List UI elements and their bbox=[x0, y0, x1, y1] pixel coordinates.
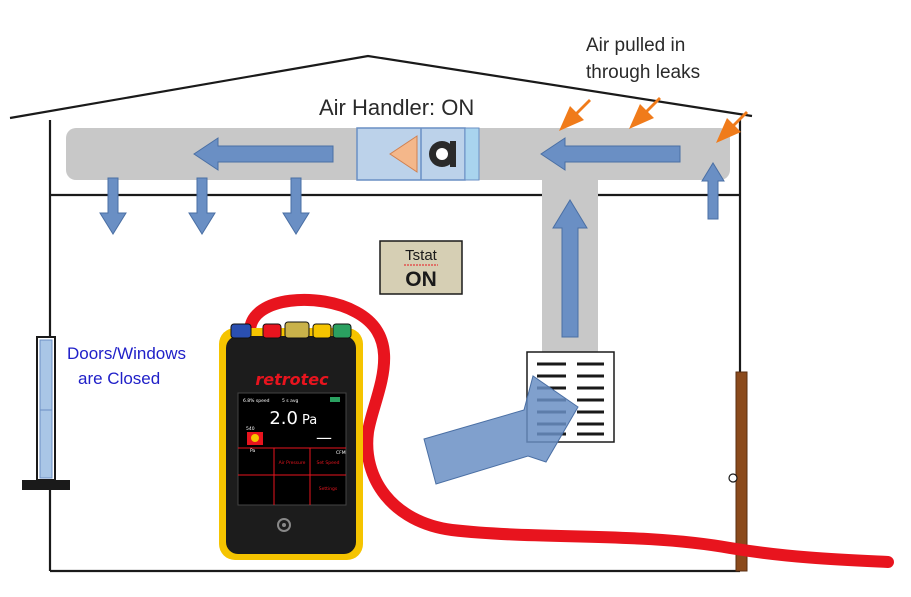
filter-slot bbox=[464, 127, 480, 181]
gauge-brand-panel bbox=[236, 370, 348, 389]
gauge-status-mid: 5 s avg bbox=[282, 398, 298, 404]
gauge-button-set-speed[interactable]: Set Speed bbox=[317, 460, 340, 466]
leak-arrow-1 bbox=[559, 99, 591, 131]
coil-triangle bbox=[389, 135, 418, 173]
register-arrow-2 bbox=[188, 177, 216, 235]
gauge-screen-grid bbox=[238, 447, 346, 505]
supply-arrow-left bbox=[193, 137, 334, 171]
air-handler-label: Air Handler: ON bbox=[319, 95, 474, 120]
house-outline bbox=[9, 54, 753, 573]
register-arrow-3 bbox=[282, 177, 310, 235]
gauge-fan-icon bbox=[247, 432, 263, 445]
gauge-screen bbox=[237, 392, 347, 506]
doors-label-line1: Doors/Windows bbox=[67, 344, 186, 363]
air-handler-unit bbox=[356, 127, 480, 181]
leak-arrow-3 bbox=[716, 111, 748, 143]
gauge-pressure-value: 2.0 bbox=[269, 408, 298, 429]
doors-label-line2: are Closed bbox=[78, 369, 160, 388]
gauge-pressure-unit: Pa bbox=[302, 413, 317, 428]
retrotec-gauge bbox=[219, 321, 363, 560]
gauge-side-unit: Pa bbox=[250, 448, 256, 454]
gauge-button-settings[interactable]: Settings bbox=[319, 486, 338, 492]
leak-arrows bbox=[559, 97, 748, 143]
return-arrow-left bbox=[540, 137, 681, 171]
gauge-button-air-pressure[interactable]: Air Pressure bbox=[279, 460, 306, 466]
tstat-state: ON bbox=[405, 268, 437, 291]
window bbox=[22, 336, 70, 490]
tstat-label: Tstat bbox=[405, 247, 438, 264]
leak-arrow-up-right bbox=[701, 162, 725, 220]
leaks-label-line1: Air pulled in bbox=[586, 35, 685, 56]
roof bbox=[9, 54, 753, 120]
door-knob bbox=[728, 473, 738, 483]
gauge-battery-icon bbox=[330, 397, 340, 402]
leaks-label-line2: through leaks bbox=[586, 62, 700, 83]
room-air-to-return-arrow bbox=[423, 375, 579, 485]
thermostat bbox=[379, 240, 463, 295]
return-arrow-up bbox=[552, 199, 588, 338]
register-arrow-1 bbox=[99, 177, 127, 235]
gauge-side-value: 540 bbox=[246, 426, 255, 432]
airflow-arrows bbox=[99, 137, 725, 338]
pressure-hose bbox=[244, 293, 894, 568]
gauge-status-left: 6.8% speed bbox=[243, 398, 270, 404]
leak-arrow-2 bbox=[629, 97, 661, 129]
blower-fan-icon bbox=[429, 141, 456, 167]
gauge-home-button[interactable] bbox=[277, 518, 291, 532]
gauge-brand: retrotec bbox=[255, 370, 329, 389]
gauge-flow-unit: CFM bbox=[336, 450, 346, 456]
door bbox=[728, 371, 748, 572]
gauge-flow-value: — bbox=[316, 428, 332, 447]
gauge-ports bbox=[230, 321, 352, 339]
